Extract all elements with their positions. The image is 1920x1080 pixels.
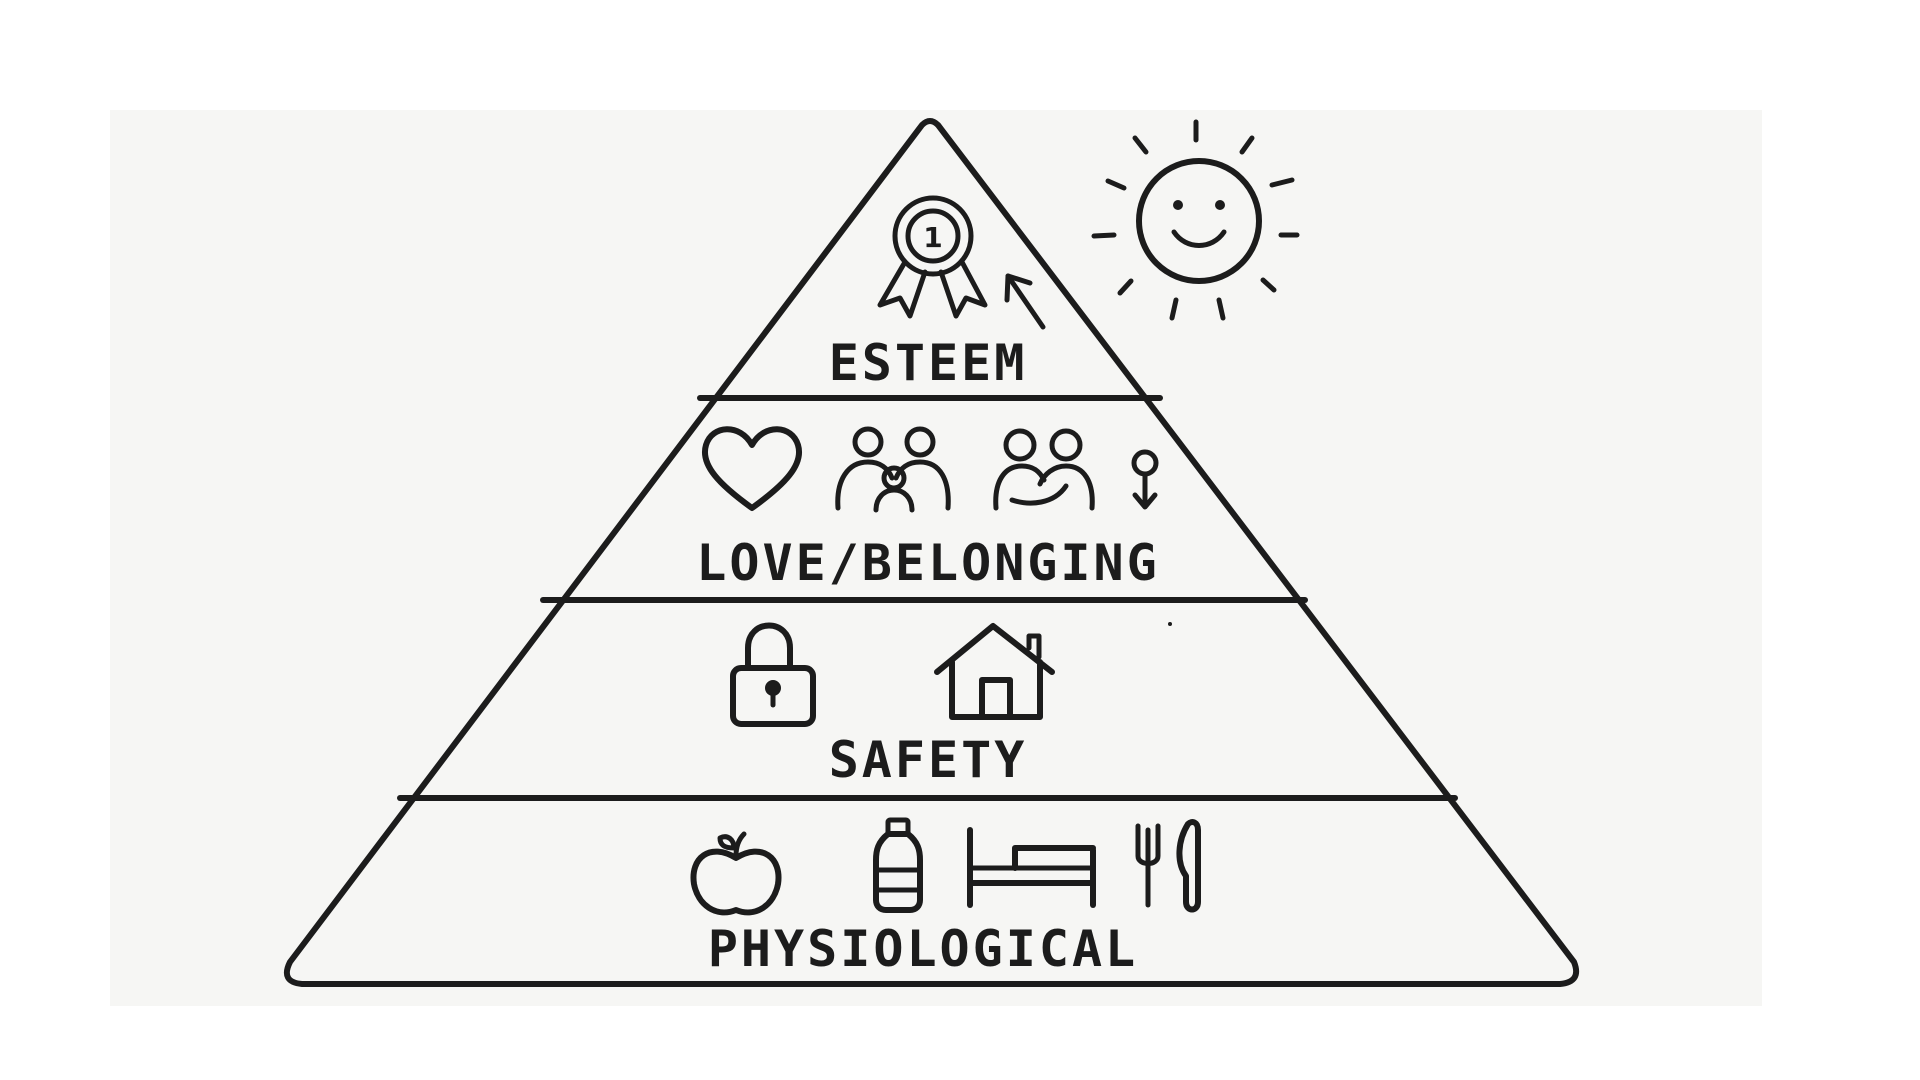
bed-icon [967, 827, 1096, 908]
pyramid-outline [284, 118, 1580, 987]
medal-number: 1 [923, 221, 942, 254]
fork-knife-icon [1135, 819, 1201, 913]
house-icon [934, 623, 1055, 720]
apple-icon [690, 831, 782, 916]
bottle-icon [873, 817, 923, 913]
ink-dot [1168, 622, 1172, 626]
tier-love-belonging: LOVE/BELONGING [696, 426, 1159, 592]
tier-safety: SAFETY [730, 622, 1055, 789]
tier-physiological: PHYSIOLOGICAL [690, 817, 1201, 978]
tier-esteem: 1 ESTEEM [829, 195, 1046, 392]
arrow-up-icon [1004, 273, 1046, 330]
lock-icon [730, 622, 816, 727]
heart-icon [701, 426, 803, 511]
tier-label-physiological: PHYSIOLOGICAL [708, 920, 1138, 978]
person-pin-icon [1131, 449, 1159, 510]
tier-label-esteem: ESTEEM [829, 334, 1028, 392]
hug-icon [993, 428, 1095, 511]
tier-label-love-belonging: LOVE/BELONGING [696, 534, 1159, 592]
sun-icon [1091, 119, 1300, 321]
medal-icon: 1 [877, 195, 988, 319]
tier-label-safety: SAFETY [829, 731, 1028, 789]
family-icon [835, 426, 951, 513]
